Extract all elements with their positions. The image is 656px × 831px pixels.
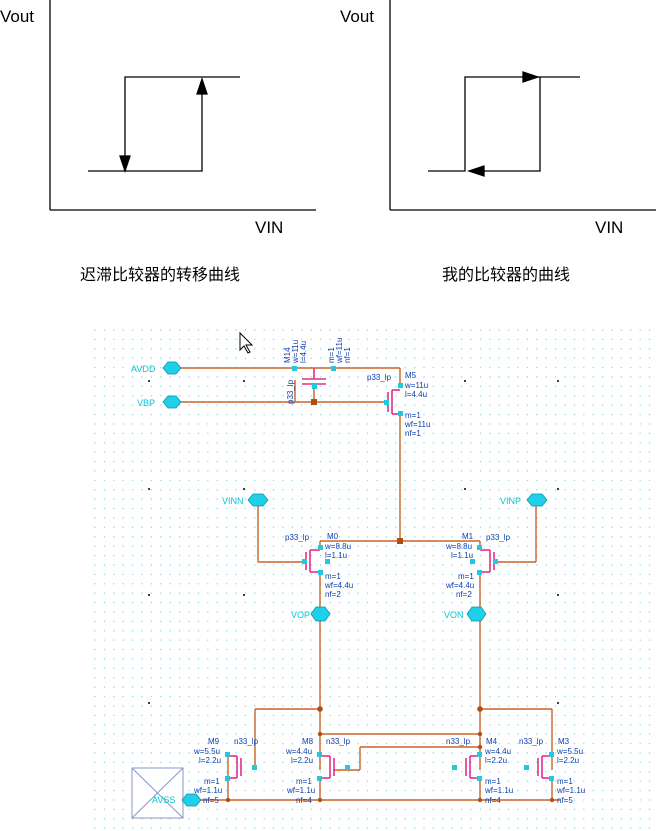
svg-text:M4: M4: [486, 737, 498, 746]
svg-text:wf=11u: wf=11u: [404, 420, 430, 429]
svg-text:M9: M9: [208, 737, 220, 746]
svg-text:w=8.8u: w=8.8u: [445, 542, 472, 551]
right-top-arrow: [522, 71, 541, 83]
svg-text:nf=4: nf=4: [296, 796, 312, 805]
svg-text:p33_lp: p33_lp: [367, 373, 392, 382]
svg-text:m=1: m=1: [458, 572, 474, 581]
svg-text:w=11u: w=11u: [404, 381, 428, 390]
svg-text:p33_lp: p33_lp: [486, 533, 511, 542]
left-hysteresis-loop: [88, 76, 240, 174]
svg-text:VON: VON: [444, 610, 464, 620]
svg-text:m=1: m=1: [485, 777, 501, 786]
svg-text:M3: M3: [558, 737, 570, 746]
svg-text:l=2.2u: l=2.2u: [557, 756, 579, 765]
pin-vinn[interactable]: VINN: [222, 493, 269, 507]
svg-text:VINP: VINP: [500, 496, 521, 506]
svg-text:VOP: VOP: [291, 610, 310, 620]
transistor-m5[interactable]: p33_lp M5 w=11u l=4.4u m=1 wf=11u nf=1: [367, 371, 430, 438]
svg-text:AVDD: AVDD: [131, 364, 156, 374]
left-down-arrow: [119, 155, 131, 174]
left-x-label: VIN: [255, 218, 283, 237]
svg-text:w=4.4u: w=4.4u: [285, 747, 312, 756]
svg-text:m=1: m=1: [296, 777, 312, 786]
right-curve-plot: Vout VIN 我的比较器的曲线: [340, 0, 656, 284]
svg-text:VBP: VBP: [137, 398, 155, 408]
svg-text:m=1: m=1: [405, 411, 421, 420]
transistor-m0[interactable]: p33_lp M0 w=8.8u l=1.1u m=1 wf=4.4u nf=2: [285, 532, 353, 599]
svg-text:l=2.2u: l=2.2u: [199, 756, 221, 765]
right-x-label: VIN: [595, 218, 623, 237]
svg-text:VINN: VINN: [222, 496, 244, 506]
svg-text:nf=1: nf=1: [343, 347, 352, 363]
svg-text:nf=5: nf=5: [203, 796, 219, 805]
pin-avdd[interactable]: AVDD: [131, 361, 182, 375]
pin-vop[interactable]: VOP: [291, 606, 331, 622]
svg-text:p33_lp: p33_lp: [285, 533, 310, 542]
svg-text:nf=5: nf=5: [557, 796, 573, 805]
svg-text:w=5.5u: w=5.5u: [193, 747, 220, 756]
svg-text:w=8.8u: w=8.8u: [324, 542, 351, 551]
left-caption: 迟滞比较器的转移曲线: [80, 265, 240, 284]
transistor-m3[interactable]: n33_lp M3 w=5.5u l=2.2u m=1 wf=1.1u nf=5: [519, 737, 585, 805]
right-bottom-arrow: [466, 165, 485, 177]
svg-text:n33_lp: n33_lp: [234, 737, 259, 746]
right-hysteresis-loop: [428, 71, 580, 177]
svg-text:wf=1.1u: wf=1.1u: [556, 786, 585, 795]
svg-text:l=4.4u: l=4.4u: [299, 341, 308, 363]
svg-text:wf=1.1u: wf=1.1u: [193, 786, 222, 795]
svg-text:l=4.4u: l=4.4u: [405, 390, 427, 399]
svg-text:nf=2: nf=2: [325, 590, 341, 599]
svg-text:n33_lp: n33_lp: [326, 737, 351, 746]
svg-text:M14: M14: [283, 347, 292, 363]
svg-text:l=1.1u: l=1.1u: [451, 551, 473, 560]
pin-vbp[interactable]: VBP: [137, 395, 182, 409]
svg-text:m=1: m=1: [327, 347, 336, 363]
svg-text:w=11u: w=11u: [291, 340, 300, 364]
left-curve-plot: Vout VIN 迟滞比较器的转移曲线: [0, 0, 316, 284]
transistor-m4[interactable]: n33_lp M4 w=4.4u l=2.2u m=1 wf=1.1u nf=4: [446, 737, 513, 805]
svg-text:m=1: m=1: [325, 572, 341, 581]
svg-text:M1: M1: [462, 532, 474, 541]
right-caption: 我的比较器的曲线: [442, 265, 570, 284]
svg-text:nf=2: nf=2: [456, 590, 472, 599]
svg-text:M5: M5: [405, 371, 417, 380]
svg-text:m=1: m=1: [557, 777, 573, 786]
pin-avss[interactable]: AVSS: [131, 767, 202, 819]
svg-text:wf=4.4u: wf=4.4u: [445, 581, 474, 590]
pin-von[interactable]: VON: [444, 606, 487, 622]
transistor-m8[interactable]: n33_lp M8 w=4.4u l=2.2u m=1 wf=1.1u nf=4: [285, 737, 351, 805]
left-up-arrow: [196, 76, 208, 95]
svg-text:wf=1.1u: wf=1.1u: [286, 786, 315, 795]
svg-text:p33_lp: p33_lp: [286, 379, 295, 404]
svg-text:AVSS: AVSS: [152, 795, 175, 805]
svg-text:m=1: m=1: [204, 777, 220, 786]
svg-text:nf=4: nf=4: [485, 796, 501, 805]
transistor-m1[interactable]: p33_lp M1 w=8.8u l=1.1u m=1 wf=4.4u nf=2: [445, 532, 511, 599]
svg-text:w=4.4u: w=4.4u: [484, 747, 511, 756]
svg-text:l=1.1u: l=1.1u: [325, 551, 347, 560]
svg-text:wf=4.4u: wf=4.4u: [324, 581, 353, 590]
svg-text:wf=1.1u: wf=1.1u: [484, 786, 513, 795]
comparator-schematic: AVDD VBP VINN VINP VOP VON AVSS: [90, 323, 656, 831]
svg-text:wf=11u: wf=11u: [335, 338, 344, 364]
junctions: [225, 399, 555, 803]
transistor-m14[interactable]: M14 w=11u l=4.4u m=1 wf=11u nf=1 p33_lp: [283, 338, 352, 404]
grid-markers: [148, 380, 559, 704]
svg-text:M8: M8: [302, 737, 314, 746]
svg-text:l=2.2u: l=2.2u: [485, 756, 507, 765]
pin-vinp[interactable]: VINP: [500, 493, 548, 507]
svg-text:l=2.2u: l=2.2u: [291, 756, 313, 765]
right-y-label: Vout: [340, 7, 374, 26]
svg-text:n33_lp: n33_lp: [446, 737, 471, 746]
svg-text:w=5.5u: w=5.5u: [556, 747, 583, 756]
svg-text:n33_lp: n33_lp: [519, 737, 544, 746]
svg-text:nf=1: nf=1: [405, 429, 421, 438]
transistor-m9[interactable]: n33_lp M9 w=5.5u l=2.2u m=1 wf=1.1u nf=5: [193, 737, 259, 805]
left-y-label: Vout: [0, 7, 34, 26]
mouse-cursor-icon: [239, 331, 254, 354]
svg-text:M0: M0: [327, 532, 339, 541]
